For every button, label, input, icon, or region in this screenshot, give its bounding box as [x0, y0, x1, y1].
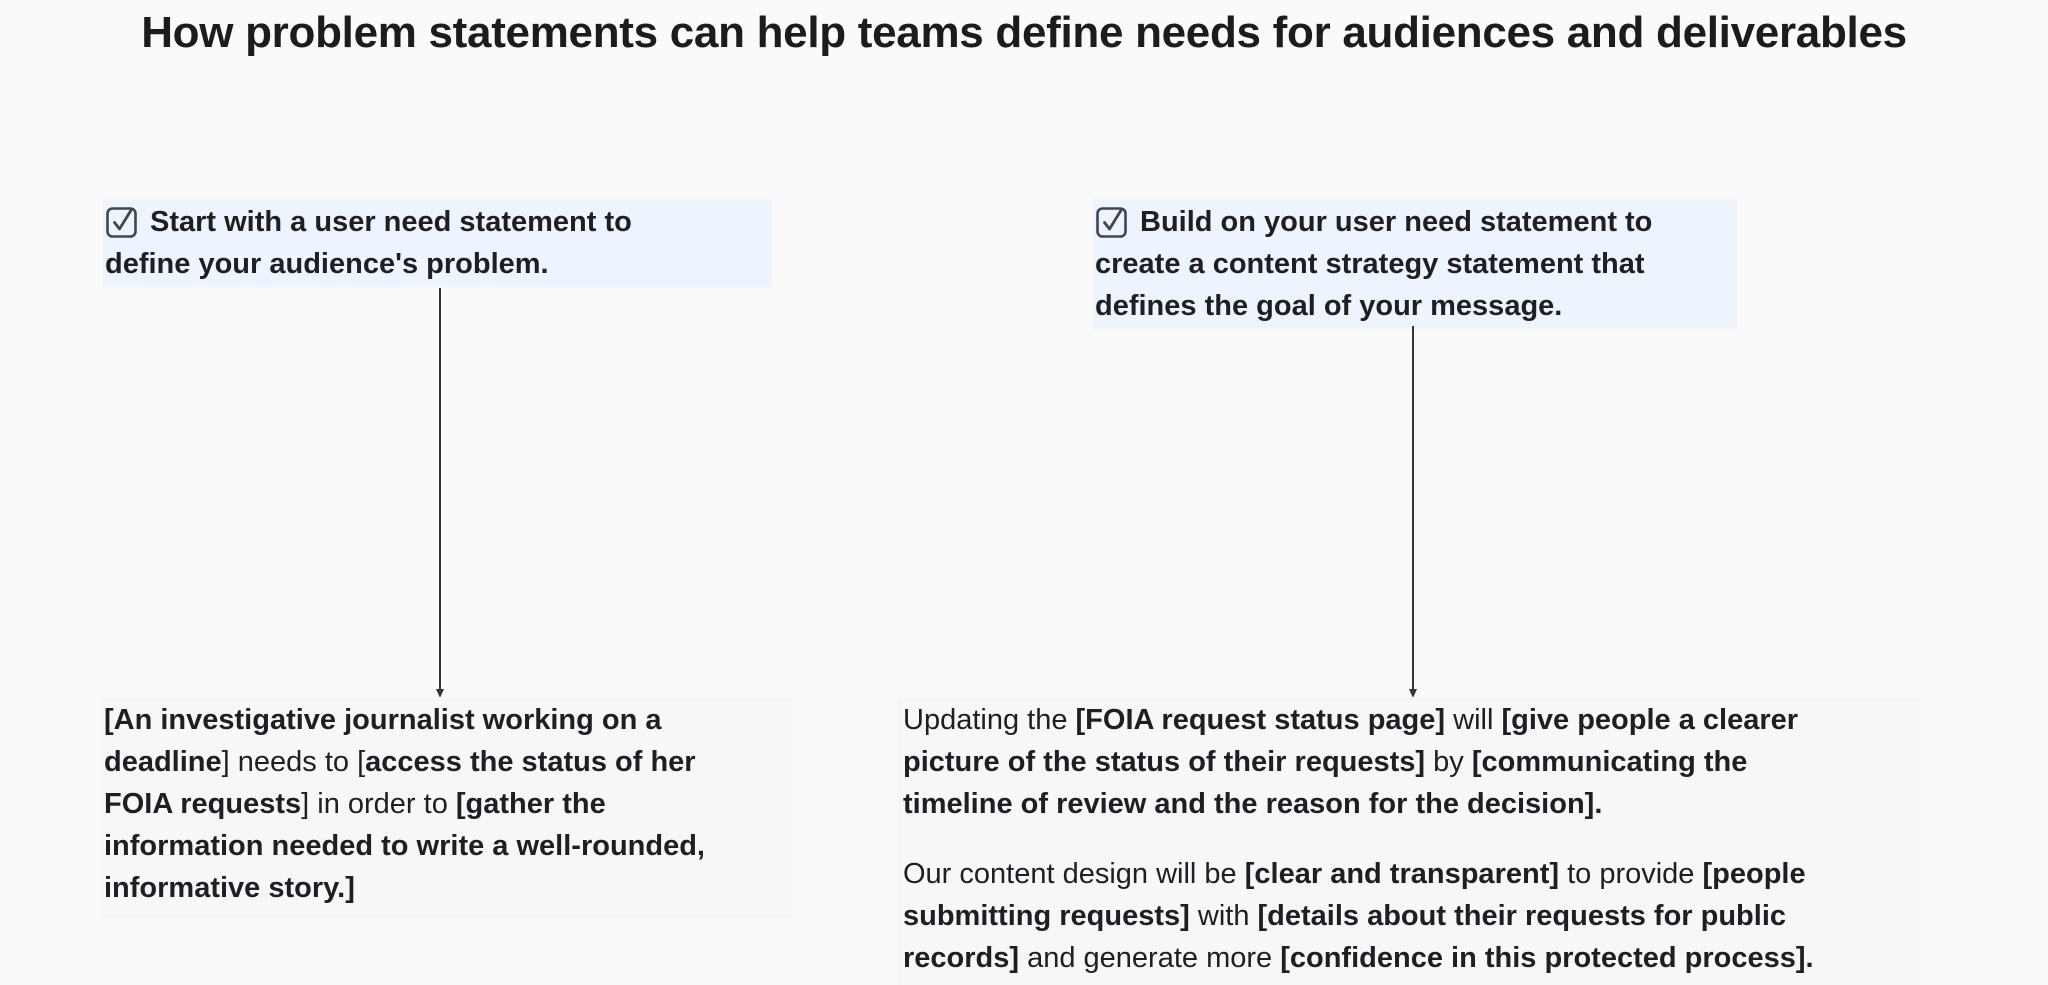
arrow-down-icon — [436, 689, 444, 698]
step-label: Build on your user need statement to cre… — [1095, 206, 1653, 322]
user-need-statement-text: [An investigative journalist working on … — [104, 704, 705, 904]
content-strategy-paragraph-2: Our content design will be [clear and tr… — [903, 858, 1814, 974]
step-card-user-need: Start with a user need statement to defi… — [103, 199, 772, 287]
checkbox-checked-icon — [1095, 203, 1131, 239]
content-strategy-statement-example: Updating the [FOIA request status page] … — [897, 697, 1920, 985]
user-need-statement-example: [An investigative journalist working on … — [100, 697, 792, 919]
page-title: How problem statements can help teams de… — [141, 8, 1907, 57]
arrow-down-icon — [1409, 689, 1417, 698]
checkbox-checked-icon — [105, 203, 141, 239]
step-card-content-strategy: Build on your user need statement to cre… — [1093, 199, 1737, 329]
content-strategy-paragraph-1: Updating the [FOIA request status page] … — [903, 704, 1799, 820]
connector-line-right — [1409, 326, 1417, 698]
step-label: Start with a user need statement to defi… — [105, 206, 632, 280]
connector-line-left — [436, 288, 444, 698]
